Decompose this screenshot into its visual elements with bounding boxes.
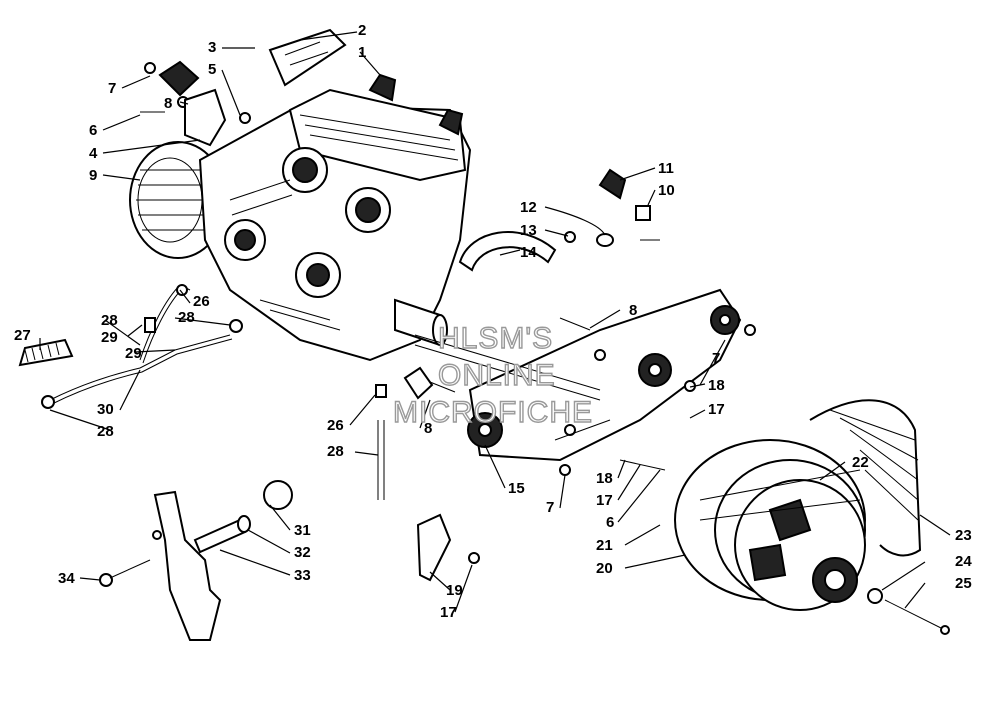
mount-bracket-34 bbox=[153, 490, 222, 641]
callout-17: 17 bbox=[708, 401, 725, 418]
watermark-line-1: HLSM'S bbox=[438, 322, 553, 355]
callout-18: 18 bbox=[596, 470, 613, 487]
callout-23: 23 bbox=[955, 527, 972, 544]
leader-lines bbox=[39, 31, 951, 613]
callout-24: 24 bbox=[955, 553, 972, 570]
hose bbox=[458, 231, 557, 272]
callout-29: 29 bbox=[101, 329, 118, 346]
callout-9: 9 bbox=[89, 167, 97, 184]
callout-22: 22 bbox=[852, 454, 869, 471]
lower-left-bracket bbox=[99, 480, 293, 641]
drive-belt bbox=[809, 399, 922, 557]
callout-5: 5 bbox=[208, 61, 216, 78]
callout-34: 34 bbox=[58, 570, 75, 587]
callout-2: 2 bbox=[358, 22, 366, 39]
callout-7: 7 bbox=[108, 80, 116, 97]
callout-15: 15 bbox=[508, 480, 525, 497]
callout-32: 32 bbox=[294, 544, 311, 561]
callout-labels: 1 2 3 5 7 8 6 4 9 11 10 12 13 14 8 27 28… bbox=[14, 22, 972, 621]
cable-bracket bbox=[598, 168, 627, 200]
spring-27 bbox=[18, 338, 74, 367]
bracket-19 bbox=[416, 513, 452, 582]
callout-31: 31 bbox=[294, 522, 311, 539]
callout-25: 25 bbox=[955, 575, 972, 592]
callout-26: 26 bbox=[193, 293, 210, 310]
callout-28: 28 bbox=[97, 423, 114, 440]
callout-18: 18 bbox=[708, 377, 725, 394]
spark-plug-cap bbox=[438, 108, 464, 136]
callout-29: 29 bbox=[125, 345, 142, 362]
mount-plate-assembly bbox=[429, 239, 756, 476]
callout-10: 10 bbox=[658, 182, 675, 199]
callout-21: 21 bbox=[596, 537, 613, 554]
mount-plate bbox=[468, 288, 742, 462]
watermark-line-3: MICROFICHE bbox=[393, 396, 593, 429]
drive-clutch-assembly bbox=[674, 399, 950, 635]
fitting bbox=[635, 205, 651, 221]
fuel-line-group bbox=[18, 284, 243, 409]
callout-3: 3 bbox=[208, 39, 216, 56]
callout-20: 20 bbox=[596, 560, 613, 577]
callout-7: 7 bbox=[546, 499, 554, 516]
bracket-8 bbox=[403, 366, 434, 400]
callout-14: 14 bbox=[520, 244, 537, 261]
callout-8: 8 bbox=[424, 420, 432, 437]
watermark: HLSM'S ONLINE MICROFICHE bbox=[392, 321, 593, 429]
callout-30: 30 bbox=[97, 401, 114, 418]
callout-33: 33 bbox=[294, 567, 311, 584]
callout-13: 13 bbox=[520, 222, 537, 239]
callout-8: 8 bbox=[164, 95, 172, 112]
callout-6: 6 bbox=[89, 122, 97, 139]
callout-28: 28 bbox=[178, 309, 195, 326]
callout-12: 12 bbox=[520, 199, 537, 216]
watermark-line-2: ONLINE bbox=[438, 359, 556, 392]
engine-assembly bbox=[129, 73, 472, 362]
clutch-washer bbox=[867, 588, 883, 604]
spark-plug-cap bbox=[368, 73, 397, 102]
callout-19: 19 bbox=[446, 582, 463, 599]
callout-26: 26 bbox=[327, 417, 344, 434]
bumper-31 bbox=[263, 480, 293, 510]
engine-mount-bracket bbox=[184, 88, 227, 147]
callout-7: 7 bbox=[712, 350, 720, 367]
ignition-coil bbox=[158, 60, 200, 97]
callout-28: 28 bbox=[101, 312, 118, 329]
callout-28: 28 bbox=[327, 443, 344, 460]
callout-1: 1 bbox=[358, 44, 366, 61]
callout-11: 11 bbox=[658, 160, 674, 177]
grommet-26 bbox=[375, 384, 387, 398]
callout-17: 17 bbox=[440, 604, 457, 621]
callout-17: 17 bbox=[596, 492, 613, 509]
callout-6: 6 bbox=[606, 514, 614, 531]
callout-8: 8 bbox=[629, 302, 637, 319]
coil-bracket bbox=[268, 28, 347, 87]
callout-27: 27 bbox=[14, 327, 31, 344]
callout-4: 4 bbox=[89, 145, 98, 162]
